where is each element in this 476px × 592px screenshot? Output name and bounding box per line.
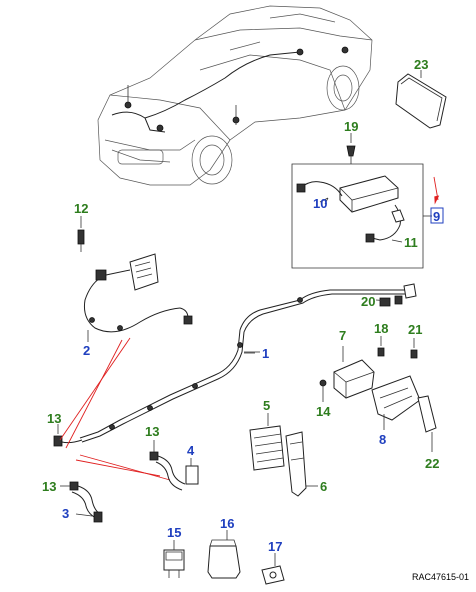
callout-1: 1 <box>262 346 269 361</box>
part-5-module <box>249 413 285 471</box>
callout-8: 8 <box>379 432 386 447</box>
part-17-clip <box>261 553 285 585</box>
callout-10: 10 <box>313 196 327 211</box>
callout-15: 15 <box>167 525 181 540</box>
part-4-harness <box>149 440 199 491</box>
callout-18: 18 <box>374 321 388 336</box>
car-illustration <box>97 5 373 186</box>
callout-4: 4 <box>187 443 195 458</box>
callout-12: 12 <box>74 201 88 216</box>
callout-23: 23 <box>414 57 428 72</box>
callout-13-b: 13 <box>145 424 159 439</box>
callout-13-c: 13 <box>42 479 56 494</box>
part-15-fuse <box>163 540 185 578</box>
callout-2: 2 <box>83 343 90 358</box>
callout-6: 6 <box>320 479 327 494</box>
callout-14: 14 <box>316 404 331 419</box>
part-20-clip <box>379 297 391 307</box>
callout-19: 19 <box>344 119 358 134</box>
leader-lines <box>244 197 390 354</box>
callout-21: 21 <box>408 322 422 337</box>
part-16-relay <box>207 530 241 579</box>
part-14-clip <box>319 379 327 402</box>
part-12-sensor <box>77 216 85 252</box>
callout-7: 7 <box>339 328 346 343</box>
part-6-bracket <box>285 431 318 497</box>
callout-13-a: 13 <box>47 411 61 426</box>
part-23-cover <box>395 70 447 129</box>
part-22-bracket <box>417 395 437 452</box>
part-8-bracket <box>371 375 421 430</box>
part-3-harness <box>57 424 103 523</box>
callout-22: 22 <box>425 456 439 471</box>
part-18-clip <box>377 336 385 357</box>
part-7-module <box>333 346 375 399</box>
part-19-clip <box>346 133 356 157</box>
callout-16: 16 <box>220 516 234 531</box>
part-21-clip <box>410 338 418 359</box>
highlight-arrow <box>430 176 444 224</box>
callout-20: 20 <box>361 294 375 309</box>
part-2-harness <box>84 253 193 342</box>
callout-9: 9 <box>433 209 440 224</box>
red-reference-lines <box>59 337 171 481</box>
callout-3: 3 <box>62 506 69 521</box>
part-1-main-harness <box>53 283 417 447</box>
callout-5: 5 <box>263 398 270 413</box>
part-9-assembly-box <box>291 156 432 269</box>
callout-labels: 1 2 3 4 5 6 7 8 9 10 11 12 13 13 13 14 1… <box>42 57 440 554</box>
reference-code: RAC47615-01 <box>412 572 469 582</box>
callout-17: 17 <box>268 539 282 554</box>
callout-11: 11 <box>404 235 418 250</box>
